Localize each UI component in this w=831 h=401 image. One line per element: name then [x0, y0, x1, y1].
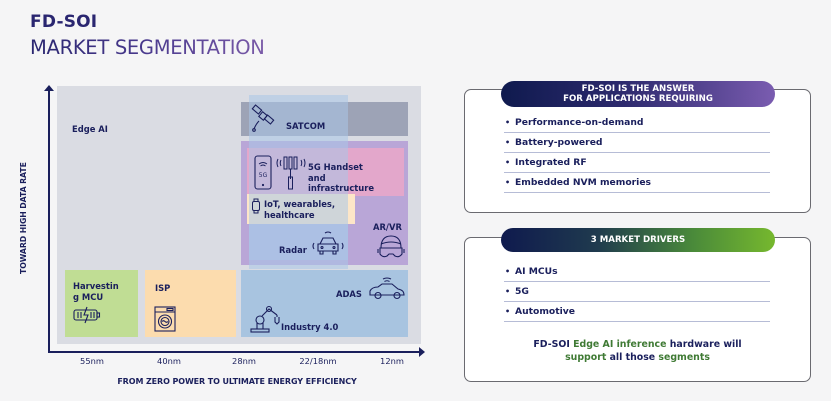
- list-item: •Battery-powered: [504, 133, 770, 153]
- isp-label: ISP: [155, 283, 171, 293]
- x-tick: 55nm: [80, 356, 104, 366]
- satcom-label: SATCOM: [286, 121, 326, 131]
- bullet-icon: •: [505, 178, 511, 187]
- x-axis-arrow-icon: [419, 347, 425, 357]
- harvesting-label: Harvestin g MCU: [73, 281, 119, 302]
- cell-tower-icon: [276, 156, 306, 190]
- y-axis-arrow-icon: [44, 85, 54, 91]
- segment-adas-industry: [241, 270, 408, 337]
- connected-car-icon: [369, 277, 405, 300]
- x-axis-label: FROM ZERO POWER TO ULTIMATE ENERGY EFFIC…: [117, 377, 357, 386]
- y-axis-label: TOWARD HIGH DATA RATE: [19, 162, 28, 274]
- segment-harvesting-mcu: [65, 270, 138, 337]
- iot-label: IoT, wearables, healthcare: [264, 199, 336, 220]
- robot-arm-icon: [250, 305, 280, 333]
- bullet-icon: •: [505, 287, 511, 296]
- list-item: •AI MCUs: [504, 262, 770, 282]
- list-item: •Integrated RF: [504, 153, 770, 173]
- bullet-icon: •: [505, 158, 511, 167]
- satcom-overlay: [249, 95, 348, 269]
- requirements-list: •Performance-on-demand •Battery-powered …: [504, 113, 770, 193]
- phone-icon-text: 5G: [259, 172, 268, 179]
- edge-ai-tagline: FD-SOI Edge AI inference hardware will s…: [533, 339, 742, 364]
- industry-label: Industry 4.0: [281, 322, 339, 332]
- radar-label: Radar: [279, 245, 307, 255]
- page-subtitle: MARKET SEGMENTATION: [30, 36, 265, 59]
- vr-headset-icon: [377, 235, 405, 258]
- page-title: FD-SOI: [30, 12, 98, 32]
- bullet-icon: •: [505, 267, 511, 276]
- list-item: •Automotive: [504, 302, 770, 322]
- ar-vr-label: AR/VR: [373, 222, 402, 232]
- x-tick: 28nm: [232, 356, 256, 366]
- bullet-icon: •: [505, 307, 511, 316]
- list-item: •5G: [504, 282, 770, 302]
- edge-ai-label: Edge AI: [72, 124, 108, 134]
- market-drivers-heading: 3 MARKET DRIVERS: [501, 228, 775, 252]
- satellite-icon: [251, 104, 275, 132]
- adas-label: ADAS: [336, 289, 362, 299]
- list-item: •Performance-on-demand: [504, 113, 770, 133]
- smartwatch-icon: [252, 198, 260, 214]
- x-tick: 22/18nm: [299, 356, 337, 366]
- washing-machine-icon: [154, 306, 176, 332]
- x-axis-line: [48, 351, 420, 353]
- bullet-icon: •: [505, 138, 511, 147]
- bullet-icon: •: [505, 118, 511, 127]
- radar-car-icon: [312, 231, 344, 255]
- smartphone-5g-icon: 5G: [254, 155, 272, 190]
- x-tick: 12nm: [380, 356, 404, 366]
- list-item: •Embedded NVM memories: [504, 173, 770, 193]
- x-tick: 40nm: [157, 356, 181, 366]
- requirements-heading: FD-SOI IS THE ANSWER FOR APPLICATIONS RE…: [501, 81, 775, 107]
- y-axis-line: [48, 88, 50, 352]
- handset-label: 5G Handset and infrastructure: [308, 162, 375, 193]
- market-drivers-list: •AI MCUs •5G •Automotive: [504, 262, 770, 322]
- battery-charging-icon: [73, 306, 101, 324]
